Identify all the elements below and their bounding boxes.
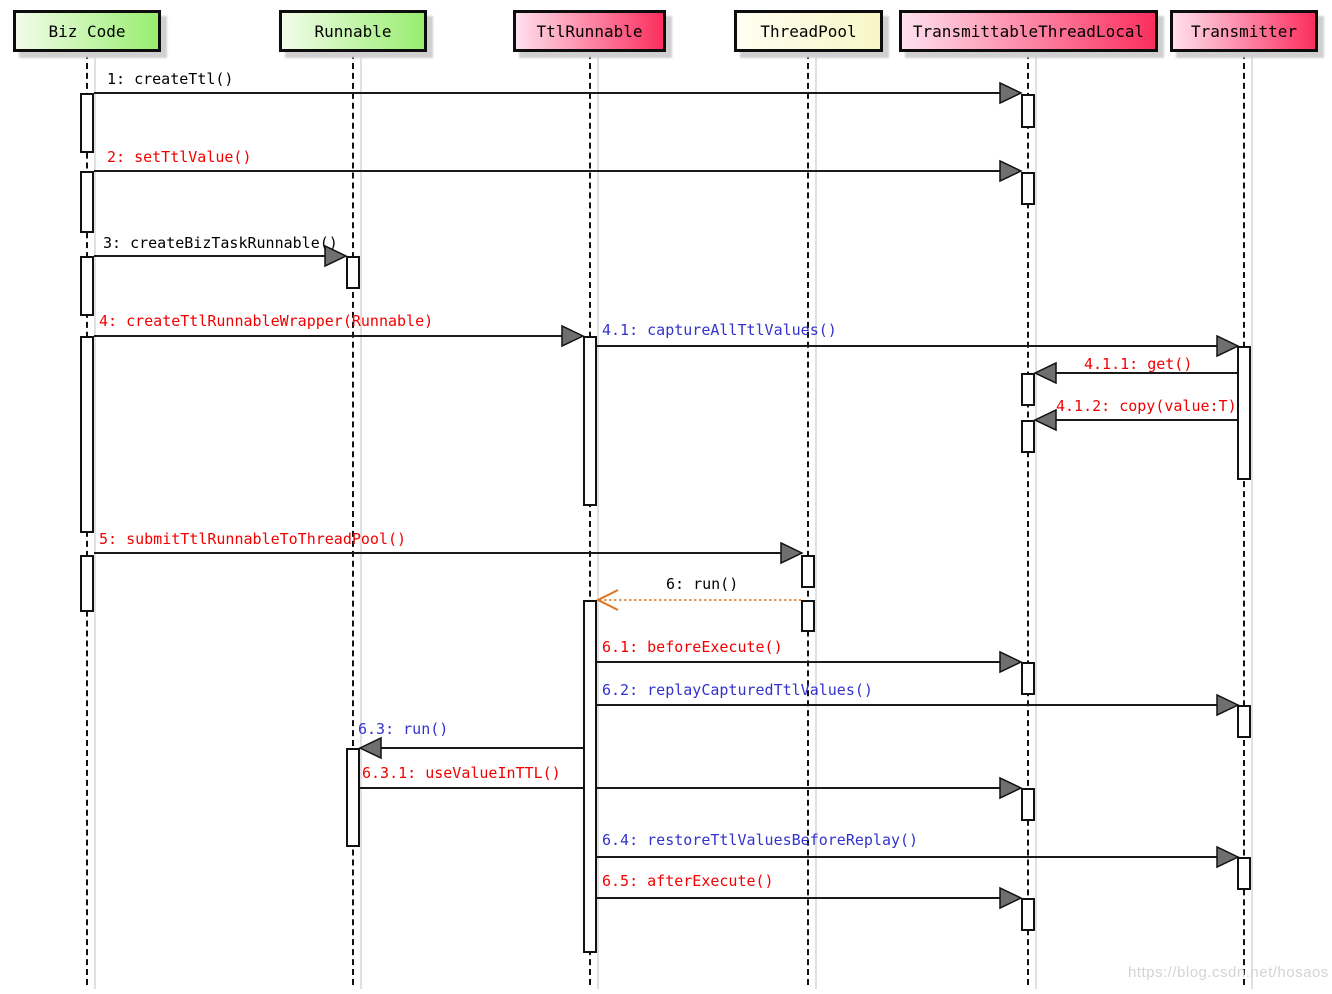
activation-ttl-3: [1021, 373, 1035, 406]
arrowhead-icon: [1033, 361, 1057, 385]
activation-biz-code-3: [80, 256, 94, 316]
activation-biz-code-2: [80, 171, 94, 233]
message-label-6-1: 6.1: beforeExecute(): [602, 638, 783, 656]
participant-transmitter: Transmitter: [1170, 10, 1318, 52]
activation-threadpool-2: [801, 600, 815, 632]
activation-ttl-2: [1021, 172, 1035, 205]
message-arrow-6: [595, 589, 801, 611]
activation-ttlrunnable-2: [583, 600, 597, 953]
activation-threadpool-1: [801, 555, 815, 588]
message-label-4-1-1: 4.1.1: get(): [1084, 355, 1193, 373]
activation-runnable-1: [346, 256, 360, 289]
watermark: https://blog.csdn.net/hosaos: [1128, 964, 1329, 981]
arrowhead-icon: [999, 886, 1023, 910]
message-arrow-6-5: [597, 886, 1023, 910]
lifeline-shadow-transmittablethreadlocal: [1035, 57, 1037, 989]
lifeline-shadow-ttlrunnable: [597, 57, 599, 989]
participant-label: Transmitter: [1191, 21, 1297, 41]
message-label-6-5: 6.5: afterExecute(): [602, 872, 774, 890]
participant-transmittablethreadlocal: TransmittableThreadLocal: [899, 10, 1158, 52]
arrowhead-icon: [1216, 845, 1240, 869]
activation-ttl-6: [1021, 788, 1035, 821]
message-label-6-3-1: 6.3.1: useValueInTTL(): [362, 764, 561, 782]
message-label-6-4: 6.4: restoreTtlValuesBeforeReplay(): [602, 831, 919, 849]
activation-transmitter-2: [1237, 705, 1251, 738]
arrowhead-icon: [1216, 334, 1240, 358]
activation-biz-code-4: [80, 336, 94, 533]
lifeline-threadpool: [807, 53, 809, 985]
message-label-1: 1: createTtl(): [107, 70, 234, 88]
activation-ttlrunnable-1: [583, 336, 597, 506]
participant-label: Biz Code: [48, 21, 126, 41]
participant-ttlrunnable: TtlRunnable: [513, 10, 666, 52]
arrowhead-icon: [999, 650, 1023, 674]
message-label-2: 2: setTtlValue(): [107, 148, 252, 166]
lifeline-shadow-threadpool: [815, 57, 817, 989]
message-label-4-1-2: 4.1.2: copy(value:T): [1056, 397, 1237, 415]
participant-biz-code: Biz Code: [13, 10, 161, 52]
message-arrow-6-4: [597, 845, 1240, 869]
activation-ttl-7: [1021, 898, 1035, 931]
lifeline-shadow-biz-code: [94, 57, 96, 989]
open-arrowhead-icon: [595, 589, 619, 611]
arrowhead-icon: [1216, 693, 1240, 717]
participant-label: TtlRunnable: [536, 21, 643, 41]
arrowhead-icon: [1033, 408, 1057, 432]
participant-label: Runnable: [314, 21, 392, 41]
arrowhead-icon: [999, 81, 1023, 105]
activation-biz-code-1: [80, 93, 94, 153]
lifeline-transmittablethreadlocal: [1027, 53, 1029, 985]
arrowhead-icon: [780, 541, 804, 565]
activation-biz-code-5: [80, 555, 94, 612]
message-label-6: 6: run(): [666, 575, 739, 593]
arrowhead-icon: [561, 324, 585, 348]
arrowhead-icon: [999, 159, 1023, 183]
arrowhead-icon: [999, 776, 1023, 800]
message-label-6-3: 6.3: run(): [358, 720, 449, 738]
lifeline-transmitter: [1243, 53, 1245, 985]
participant-threadpool: ThreadPool: [734, 10, 883, 52]
participant-label: ThreadPool: [760, 21, 857, 41]
message-label-6-2: 6.2: replayCapturedTtlValues(): [602, 681, 873, 699]
participant-label: TransmittableThreadLocal: [912, 21, 1145, 41]
lifeline-shadow-transmitter: [1251, 57, 1253, 989]
lifeline-ttlrunnable: [589, 53, 591, 985]
activation-runnable-2: [346, 748, 360, 847]
message-arrow-6-3: [358, 736, 583, 760]
message-arrow-4-1: [597, 334, 1240, 358]
participant-runnable: Runnable: [279, 10, 427, 52]
arrowhead-icon: [358, 736, 382, 760]
activation-ttl-5: [1021, 662, 1035, 695]
lifeline-shadow-runnable: [360, 57, 362, 989]
activation-ttl-1: [1021, 94, 1035, 128]
activation-transmitter-1: [1237, 346, 1251, 480]
activation-ttl-4: [1021, 420, 1035, 453]
lifeline-runnable: [352, 53, 354, 985]
message-label-4-1: 4.1: captureAllTtlValues(): [602, 321, 837, 339]
message-label-3: 3: createBizTaskRunnable(): [103, 234, 338, 252]
activation-transmitter-3: [1237, 857, 1251, 890]
message-label-5: 5: submitTtlRunnableToThreadPool(): [99, 530, 407, 548]
message-label-4: 4: createTtlRunnableWrapper(Runnable): [99, 312, 434, 330]
